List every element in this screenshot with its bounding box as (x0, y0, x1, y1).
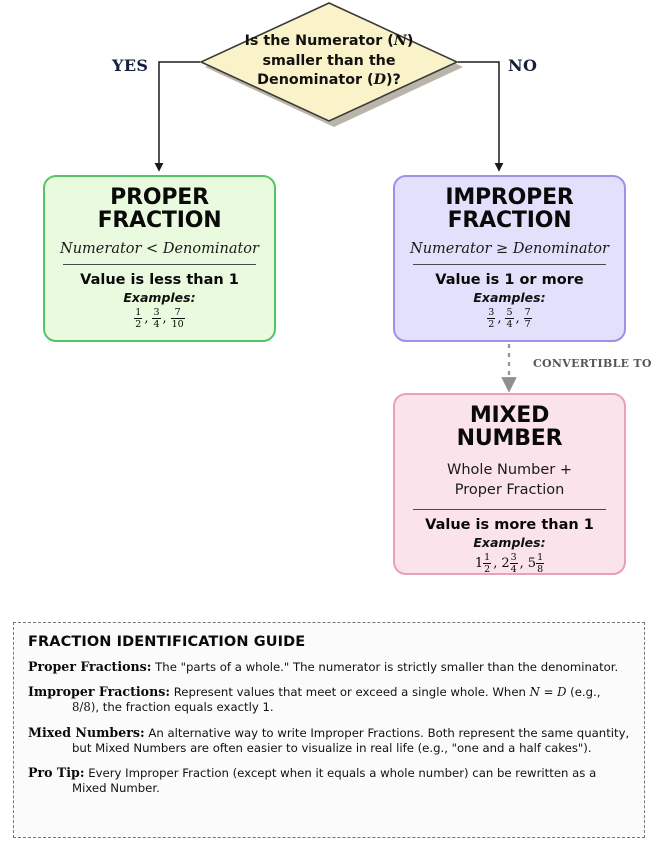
mixed-whole-part: 2 (501, 556, 510, 571)
card-proper-title: PROPER FRACTION (53, 186, 266, 232)
legend-term: Improper Fractions: (28, 684, 170, 700)
fraction-numerator: 1 (484, 552, 491, 563)
card-proper-value: Value is less than 1 (80, 272, 239, 288)
decision-node-diamond: Is the Numerator (N) smaller than the De… (200, 2, 463, 127)
decision-line1-text: Is the Numerator ( (244, 33, 394, 49)
legend-text: An alternative way to write Improper Fra… (72, 725, 630, 755)
card-mixed-rule: Whole Number + Proper Fraction (403, 460, 616, 500)
card-proper-divider (63, 264, 256, 265)
fraction-numerator: 1 (135, 307, 142, 318)
legend-text: Represent values that meet or exceed a s… (169, 685, 530, 700)
legend-text: Every Improper Fraction (except when it … (72, 766, 597, 796)
fraction-numerator: 7 (174, 307, 181, 318)
legend-term: Mixed Numbers: (28, 724, 145, 740)
fraction-identification-guide: FRACTION IDENTIFICATION GUIDE Proper Fra… (13, 622, 645, 838)
card-improper-title-line1: IMPROPER (445, 185, 574, 210)
fraction-denominator: 4 (152, 318, 161, 330)
fraction-numerator: 1 (537, 552, 544, 563)
fraction-numerator: 3 (488, 307, 495, 318)
decision-question-line3: Denominator (D)? (200, 71, 458, 91)
card-improper-fraction: IMPROPER FRACTION Numerator ≥ Denominato… (393, 175, 627, 343)
fraction-denominator: 7 (523, 318, 532, 330)
legend-item-proper-fractions: Proper Fractions: The "parts of a whole.… (28, 659, 630, 675)
card-improper-title-line2: FRACTION (447, 208, 572, 233)
card-mixed-number: MIXED NUMBER Whole Number + Proper Fract… (393, 393, 627, 576)
fraction-denominator: 4 (509, 563, 518, 575)
fraction-denominator: 8 (536, 563, 545, 575)
card-improper-title: IMPROPER FRACTION (403, 186, 616, 232)
mixed-whole-part: 5 (527, 556, 537, 571)
card-mixed-title-line2: NUMBER (456, 426, 563, 451)
fraction-denominator: 2 (483, 563, 492, 575)
card-mixed-examples-label: Examples: (473, 535, 546, 550)
decision-line3-close: )? (386, 72, 401, 88)
card-proper-fraction: PROPER FRACTION Numerator < Denominator … (43, 175, 277, 343)
legend-text-after: ), the fraction equals exactly 1. (90, 700, 274, 715)
card-mixed-rule-line1: Whole Number + (447, 462, 572, 478)
legend-text: The "parts of a whole." The numerator is… (151, 660, 619, 674)
card-proper-rule: Numerator < Denominator (60, 241, 259, 257)
card-mixed-title: MIXED NUMBER (403, 404, 616, 450)
fraction-numerator: 7 (524, 307, 531, 318)
card-proper-examples-label: Examples: (123, 290, 196, 305)
card-mixed-title-line1: MIXED (469, 403, 550, 428)
decision-line1-close: ) (406, 33, 414, 49)
decision-question-line1: Is the Numerator (N) (200, 32, 458, 52)
decision-question-line2: smaller than the (262, 52, 396, 69)
decision-line1-var: N (393, 33, 407, 49)
decision-line3-text: Denominator ( (257, 72, 374, 88)
branch-label-yes: YES (112, 56, 149, 75)
card-mixed-rule-line2: Proper Fraction (454, 482, 565, 498)
card-improper-rule: Numerator ≥ Denominator (410, 241, 609, 257)
card-improper-examples-label: Examples: (473, 290, 546, 305)
fraction-numerator: 5 (506, 307, 513, 318)
branch-label-no: NO (508, 56, 538, 75)
legend-term: Pro Tip: (28, 765, 85, 781)
legend-item-mixed-numbers: Mixed Numbers: An alternative way to wri… (28, 725, 630, 756)
fraction-numerator: 3 (510, 552, 517, 563)
legend-item-improper-fractions: Improper Fractions: Represent values tha… (28, 684, 630, 715)
decision-question: Is the Numerator (N) smaller than the De… (200, 32, 458, 91)
card-proper-title-line2: FRACTION (97, 208, 222, 233)
fraction-denominator: 2 (487, 318, 496, 330)
legend-text-mid: (e.g., (566, 685, 601, 700)
legend-number: 8/8 (72, 700, 91, 715)
convertible-to-label: CONVERTIBLE TO (533, 357, 652, 370)
card-mixed-value: Value is more than 1 (425, 517, 594, 533)
card-improper-divider (413, 264, 606, 265)
legend-item-pro-tip: Pro Tip: Every Improper Fraction (except… (28, 765, 630, 796)
card-mixed-divider (413, 509, 606, 510)
mixed-whole-part: 1 (474, 556, 484, 571)
diamond-outline (200, 2, 458, 122)
legend-math: N = D (529, 685, 567, 700)
fraction-denominator: 2 (134, 318, 143, 330)
decision-line3-var: D (373, 72, 386, 88)
fraction-numerator: 3 (153, 307, 160, 318)
card-improper-value: Value is 1 or more (435, 272, 584, 288)
legend-term: Proper Fractions: (28, 659, 152, 674)
legend-title: FRACTION IDENTIFICATION GUIDE (28, 634, 306, 650)
fraction-denominator: 10 (170, 318, 185, 330)
fraction-denominator: 4 (505, 318, 514, 330)
card-proper-title-line1: PROPER (110, 185, 209, 210)
